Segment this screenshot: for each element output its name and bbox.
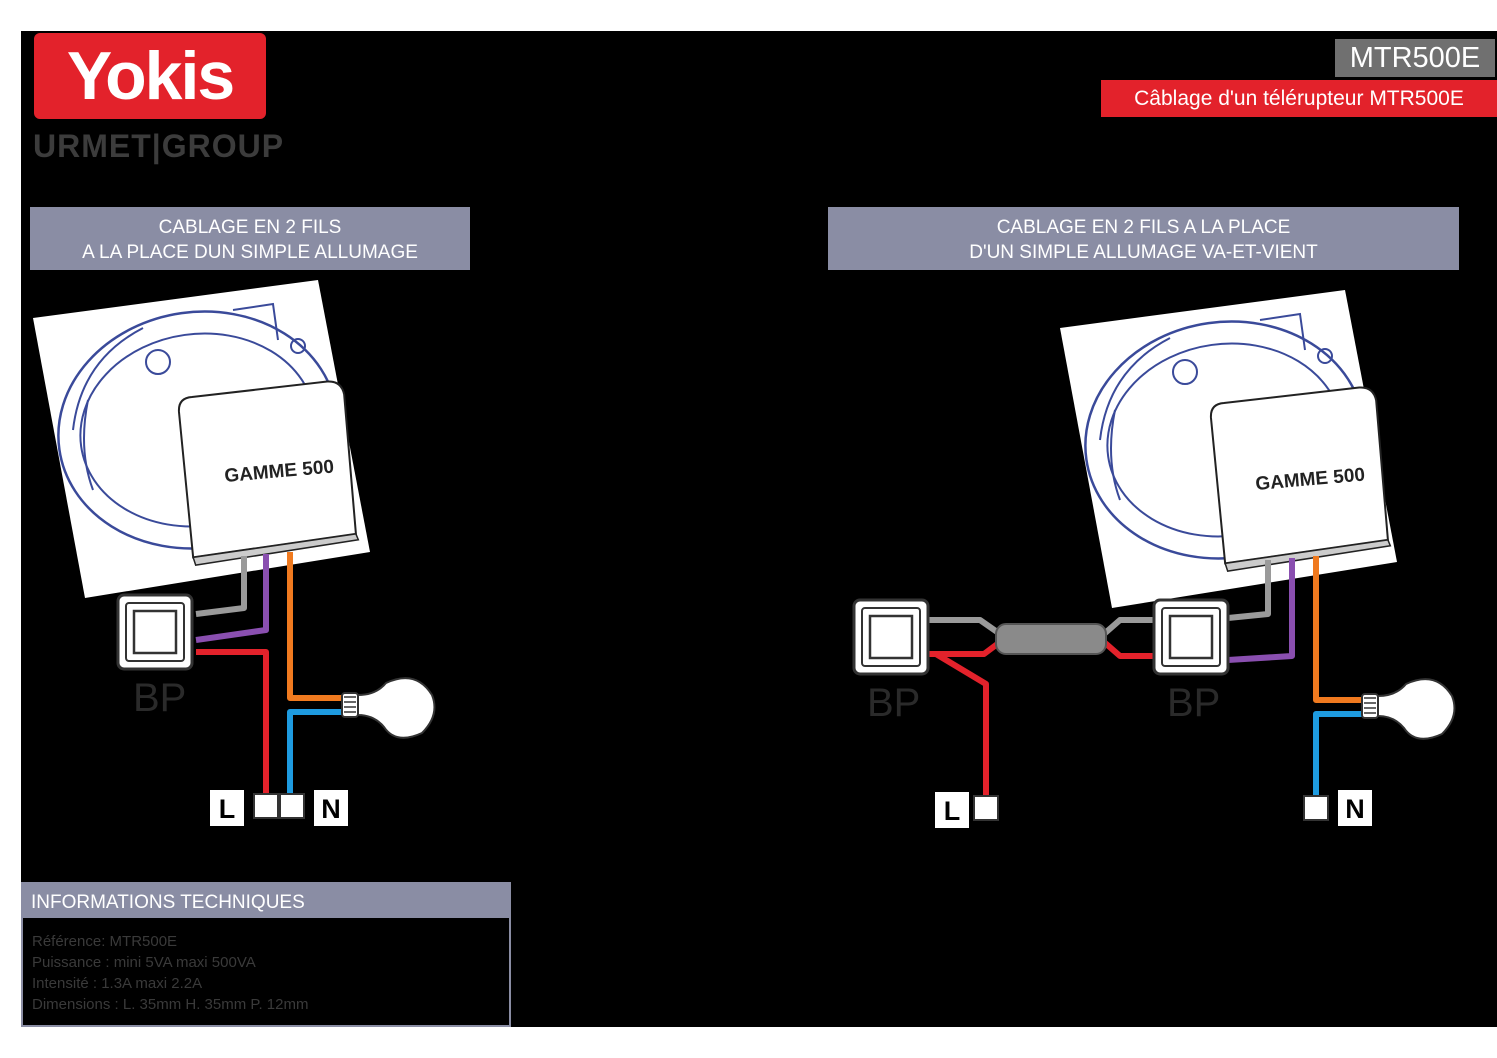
- right-terminal-block-n: [1303, 795, 1329, 821]
- urmet-group-logo: URMET|GROUP: [33, 128, 285, 164]
- left-bp-label: BP: [133, 676, 186, 720]
- technical-info-panel: INFORMATIONS TECHNIQUES Référence: MTR50…: [21, 882, 511, 1027]
- technical-info-title: INFORMATIONS TECHNIQUES: [23, 884, 509, 918]
- left-wire-grey: [195, 556, 247, 617]
- left-section-title-line1: CABLAGE EN 2 FILS: [158, 217, 342, 238]
- info-power: Puissance : mini 5VA maxi 500VA: [32, 954, 256, 971]
- right-terminal-n-box: [1338, 790, 1372, 826]
- left-terminal-n-box: [314, 790, 348, 826]
- right-section-title-line1: CABLAGE EN 2 FILS A LA PLACE: [996, 217, 1291, 238]
- right-wire-orange: [1313, 556, 1372, 703]
- left-terminal-n-label: N: [321, 794, 341, 824]
- left-section-header: CABLAGE EN 2 FILS A LA PLACE DUN SIMPLE …: [30, 207, 470, 270]
- left-wires: [195, 552, 352, 800]
- yokis-logo: Yokis: [34, 33, 266, 119]
- logo-text: Yokis: [66, 38, 235, 114]
- right-wire-purple: [1227, 558, 1295, 663]
- model-badge: MTR500E: [1335, 39, 1495, 77]
- left-wire-red: [196, 649, 269, 800]
- left-wire-orange: [287, 552, 352, 701]
- left-push-button: [116, 593, 194, 671]
- right-section-header: CABLAGE EN 2 FILS A LA PLACE D'UN SIMPLE…: [828, 207, 1459, 270]
- right-wire-red-feed: [934, 651, 989, 800]
- right-push-button-1: [852, 598, 930, 676]
- right-terminal-n-label: N: [1345, 794, 1365, 824]
- left-terminal-l-label: L: [219, 794, 236, 824]
- right-terminal-l-box: [935, 792, 969, 828]
- right-cable-sheath: [995, 623, 1107, 655]
- left-wire-blue: [287, 709, 352, 800]
- info-dimensions: Dimensions : L. 35mm H. 35mm P. 12mm: [32, 996, 309, 1013]
- right-bp-label-2: BP: [1167, 681, 1220, 725]
- left-terminal-block-1: [253, 793, 279, 819]
- right-bp-label-1: BP: [867, 681, 920, 725]
- right-wire-grey: [1227, 560, 1271, 621]
- right-bulb: [1361, 678, 1456, 740]
- right-terminal-block-l: [973, 795, 999, 821]
- left-wire-purple: [195, 554, 269, 643]
- right-section-title-line2: D'UN SIMPLE ALLUMAGE VA-ET-VIENT: [969, 242, 1318, 263]
- page-subtitle: Câblage d'un télérupteur MTR500E: [1101, 80, 1497, 117]
- left-terminal-block-2: [279, 793, 305, 819]
- info-current: Intensité : 1.3A maxi 2.2A: [32, 975, 203, 992]
- right-terminal-l-label: L: [944, 796, 961, 826]
- left-section-title-line2: A LA PLACE DUN SIMPLE ALLUMAGE: [82, 242, 418, 263]
- left-terminal-l-box: [210, 790, 244, 826]
- right-push-button-2: [1152, 598, 1230, 676]
- right-wire-blue: [1313, 711, 1372, 800]
- info-reference: Référence: MTR500E: [32, 933, 178, 950]
- left-bulb: [341, 677, 436, 739]
